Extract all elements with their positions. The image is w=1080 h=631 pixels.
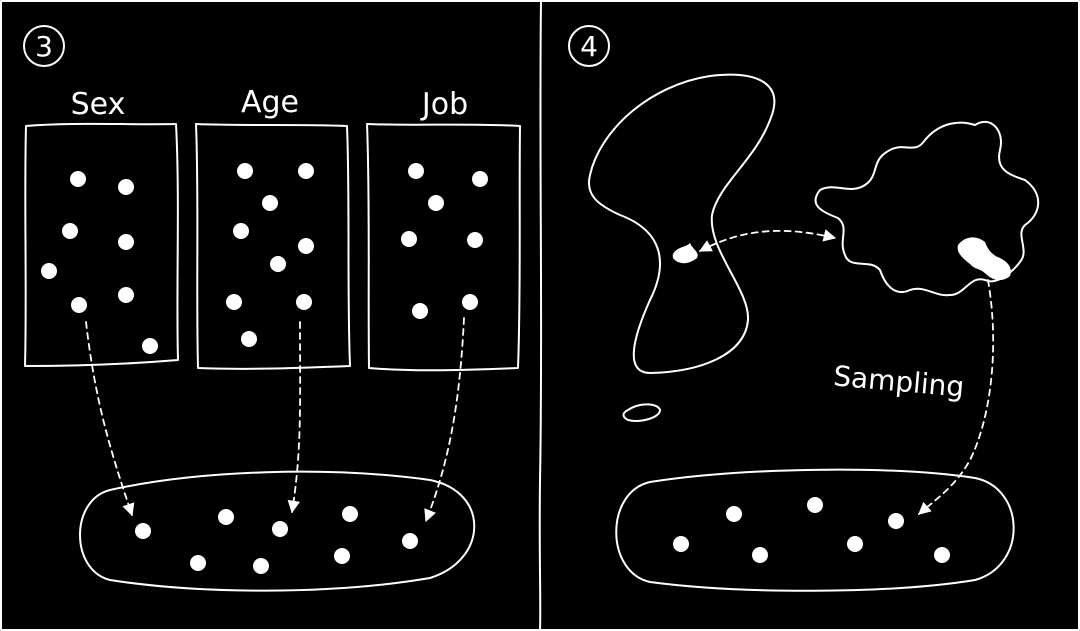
dot <box>272 521 288 537</box>
dot <box>462 294 478 310</box>
dot <box>847 536 863 552</box>
job-box <box>366 123 521 372</box>
dot <box>62 223 78 239</box>
category-label-age: Age <box>241 85 299 120</box>
panel-number-circle <box>23 25 65 67</box>
dot <box>70 171 86 187</box>
dot <box>253 558 269 574</box>
dot <box>402 533 418 549</box>
highlighted-spot-right <box>957 237 1011 281</box>
dot <box>237 163 253 179</box>
dot <box>262 195 278 211</box>
category-label-sex: Sex <box>71 87 126 122</box>
dot <box>752 547 768 563</box>
arrow-sex-to-sample <box>85 321 135 517</box>
dot <box>428 195 444 211</box>
job-dots <box>401 163 488 319</box>
dot <box>118 179 134 195</box>
sampling-label: Sampling <box>832 359 965 403</box>
dot <box>342 506 358 522</box>
sex-dots <box>41 171 158 354</box>
sex-box <box>24 122 179 367</box>
dot <box>888 513 904 529</box>
dot <box>298 238 314 254</box>
sample-dots-3 <box>135 506 418 574</box>
dot <box>298 163 314 179</box>
dot <box>71 297 87 313</box>
dot <box>412 303 428 319</box>
dot <box>296 294 312 310</box>
arrow-between-regions <box>698 229 837 252</box>
arrow-age-to-sample <box>287 321 302 514</box>
dot <box>135 523 151 539</box>
sample-group-3 <box>79 470 476 592</box>
dot <box>190 555 206 571</box>
category-label-job: Job <box>420 87 468 122</box>
region-country-right <box>814 120 1040 297</box>
panel-number: 3 <box>35 30 53 63</box>
arrow-job-to-sample <box>424 317 465 523</box>
panel-number-circle <box>568 25 610 67</box>
dot <box>408 163 424 179</box>
arrow-sampling <box>918 279 995 515</box>
dot <box>241 331 257 347</box>
dot <box>726 506 742 522</box>
panel-divider <box>538 0 543 631</box>
dot <box>467 232 483 248</box>
panel-3: 3 Sex Age Job <box>23 25 521 592</box>
sample-dots-4 <box>673 497 950 563</box>
dot <box>233 223 249 239</box>
sample-group-4 <box>615 468 1015 592</box>
dot <box>118 234 134 250</box>
highlighted-spot-left <box>672 243 698 264</box>
dot <box>218 509 234 525</box>
panel-4: 4 Sampling <box>568 25 1040 592</box>
dot <box>472 171 488 187</box>
region-island <box>622 403 661 422</box>
dot <box>270 256 286 272</box>
dot <box>334 548 350 564</box>
age-dots <box>226 163 314 347</box>
dot <box>142 338 158 354</box>
age-box <box>195 123 351 370</box>
dot <box>673 536 689 552</box>
dot <box>401 231 417 247</box>
dot <box>118 287 134 303</box>
dot <box>807 497 823 513</box>
panel-number: 4 <box>580 30 598 63</box>
dot <box>934 547 950 563</box>
dot <box>226 294 242 310</box>
dot <box>41 263 57 279</box>
region-country-left <box>587 73 776 374</box>
